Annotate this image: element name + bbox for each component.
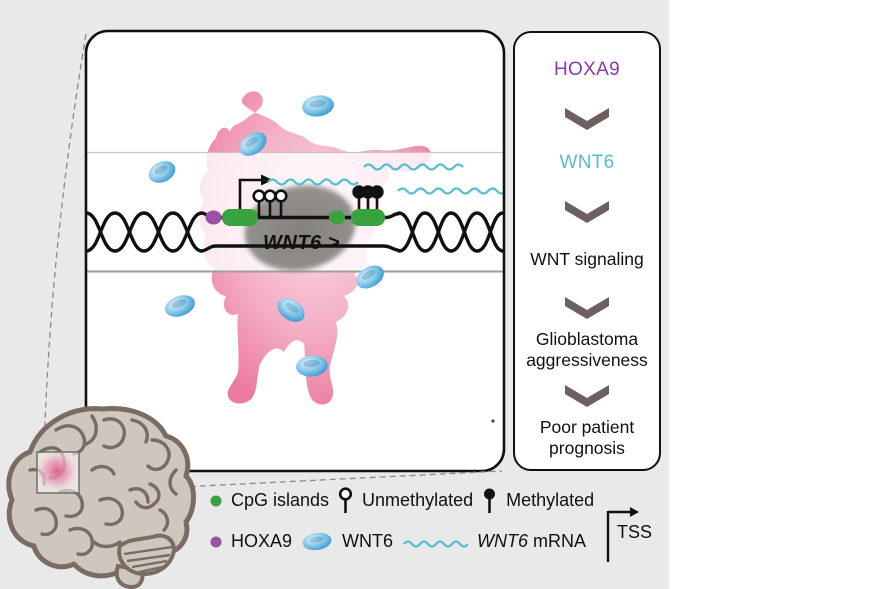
mrna-wave-icon: [403, 539, 469, 548]
cascade-line: aggressiveness: [526, 350, 648, 370]
legend-mrna-rest: mRNA: [533, 531, 587, 551]
brain-icon: [6, 405, 196, 589]
wnt6-capsule: [165, 295, 195, 317]
chevron-down-icon: [565, 108, 609, 130]
cascade-line: prognosis: [549, 438, 625, 458]
dna-helix-right: [397, 211, 504, 253]
wnt6-capsule-icon: [302, 532, 332, 551]
cell-nucleus: [244, 185, 356, 271]
wnt6-capsule: [302, 95, 334, 117]
methylated-lollipop-icon: [484, 488, 496, 513]
stray-dot: [491, 419, 495, 423]
legend-mrna-gene-italic: WNT6: [477, 531, 529, 551]
dna-double-helix: [86, 211, 504, 253]
wnt6-capsule: [296, 355, 328, 377]
cascade-wnt6: WNT6: [559, 152, 615, 173]
dna-helix-left: [86, 211, 204, 253]
cascade-wnt-signaling: WNT signaling: [530, 249, 644, 269]
cpg-island-dot: [210, 495, 222, 506]
mrna-wave: [267, 178, 359, 186]
chevron-down-icon: [565, 201, 609, 223]
cascade-glioblastoma-aggressiveness: Glioblastoma aggressiveness: [526, 329, 648, 371]
cascade-line: Glioblastoma: [535, 329, 639, 349]
dna-helix-left: [86, 211, 204, 253]
cerebellum: [117, 533, 176, 576]
cerebellum-folds: [123, 545, 173, 574]
chevron-down-icon: [565, 297, 609, 319]
mrna-wave: [363, 163, 464, 171]
dna-bubble-bottom-strand: [200, 244, 401, 253]
cascade-line: Poor patient: [539, 417, 635, 437]
legend-tss-item: TSS: [603, 506, 673, 564]
legend-wnt6-label: WNT6: [342, 531, 394, 551]
dna-bubble-top-strand: [200, 211, 401, 220]
summary-cascade-panel: HOXA9 WNT6 WNT signaling Glioblastoma ag…: [513, 31, 661, 471]
tss-arrow-icon: [606, 507, 639, 562]
tumor-highlight: [36, 450, 78, 492]
hoxa9-dot: [210, 536, 222, 547]
cpg-island-promoter: [222, 209, 258, 226]
wnt6-capsule: [277, 298, 305, 322]
cpg-island-downstream: [351, 209, 385, 226]
legend-row-1: CpG islands Unmethylated Methylated: [210, 487, 594, 514]
wnt6-protein-capsules: [148, 95, 384, 377]
legend-cpg-label: CpG islands: [231, 490, 330, 510]
cascade-hoxa9: HOXA9: [554, 59, 620, 80]
tss-arrow: [238, 174, 273, 209]
wnt6-gene-label: WNT6 >: [263, 232, 340, 254]
mrna-wave: [397, 187, 504, 195]
legend-unmethylated-label: Unmethylated: [362, 490, 474, 510]
cascade-poor-prognosis: Poor patient prognosis: [540, 417, 634, 459]
cell-panel-border: [84, 29, 506, 473]
chevron-down-icon: [565, 385, 609, 407]
cpg-island-small-dot: [329, 210, 345, 225]
legend-methylated-label: Methylated: [506, 490, 595, 510]
wnt6-mrna-waves: [267, 163, 504, 195]
methylated-lollipops: [352, 185, 384, 209]
wnt6-capsule: [356, 265, 384, 289]
dna-helix-right: [397, 211, 504, 253]
legend-hoxa9-label: HOXA9: [231, 531, 293, 551]
unmethylated-lollipops: [252, 189, 288, 217]
hoxa9-binding-site-dot: [205, 210, 222, 225]
wnt6-capsule: [148, 161, 176, 183]
legend-tss-label: TSS: [617, 522, 653, 542]
unmethylated-lollipop-icon: [338, 487, 353, 513]
wnt6-capsule: [239, 132, 267, 156]
